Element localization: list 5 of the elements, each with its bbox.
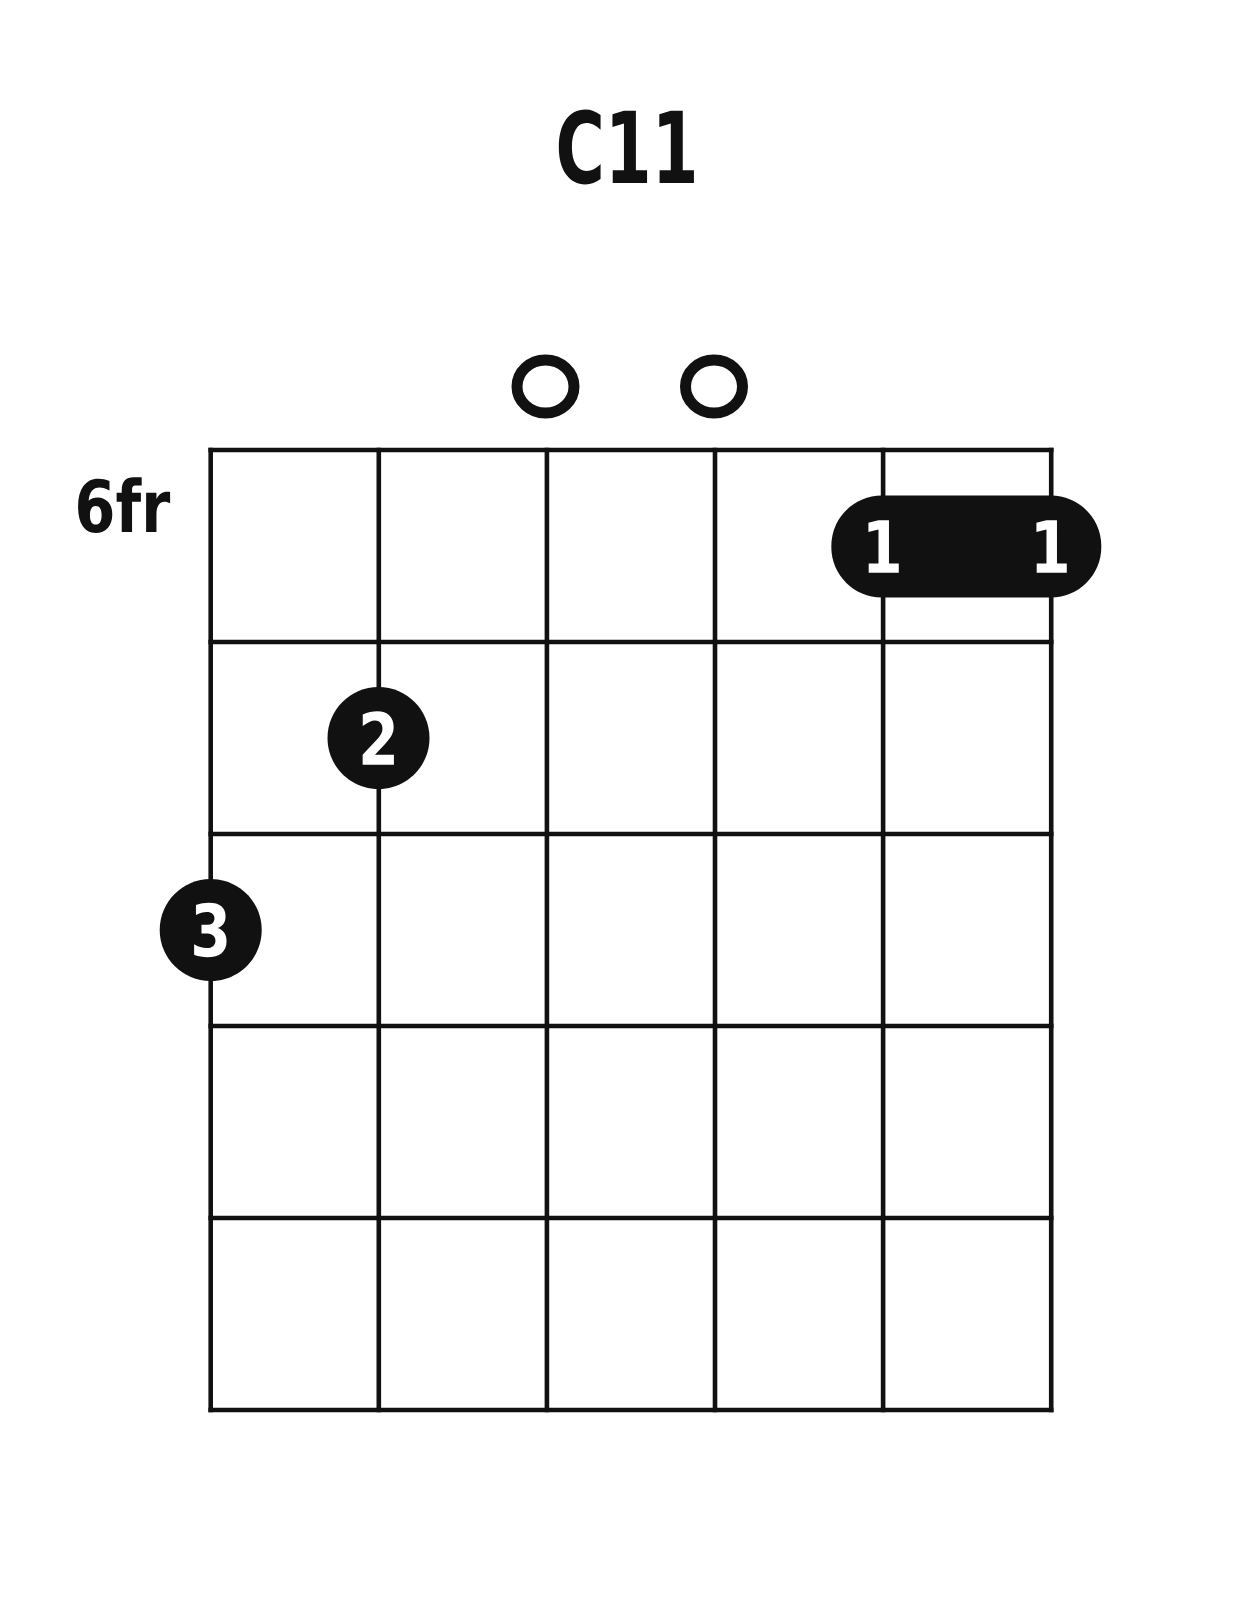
barre-bar: 1 1	[831, 495, 1102, 598]
fret-label: 6fr	[78, 477, 171, 533]
open-string-marker	[511, 354, 580, 419]
open-string-marker	[680, 354, 748, 419]
chord-title: C11	[558, 109, 694, 185]
